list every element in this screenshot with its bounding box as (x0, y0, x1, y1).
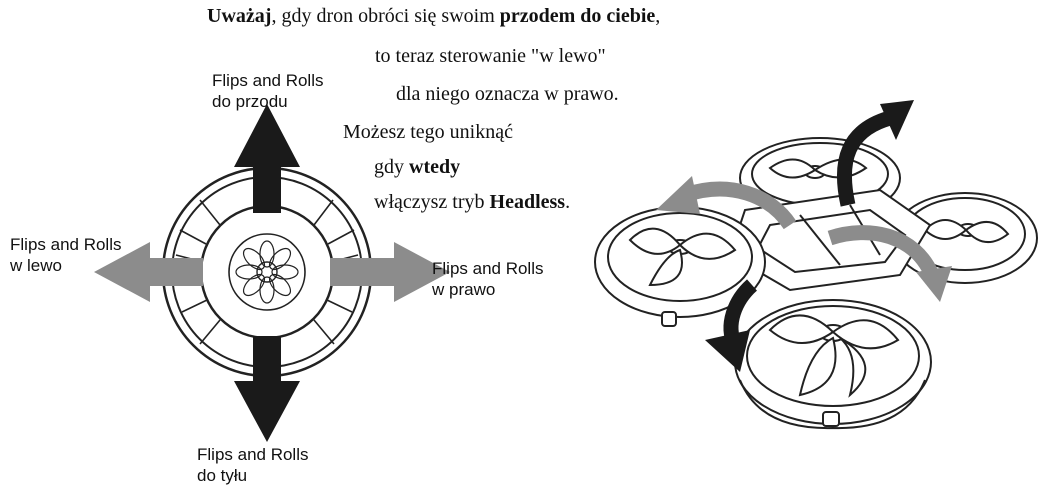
rotate-arrow-gray-right-icon (827, 225, 939, 279)
drone-illustration (594, 137, 1038, 430)
instruction-line-5: gdy wtedy (374, 156, 461, 178)
drone-prop-left (594, 206, 766, 327)
drone-prop-front (734, 299, 932, 430)
instruction-line-3: dla niego oznacza w prawo. (396, 83, 619, 105)
instruction-line-4: Możesz tego uniknąć (343, 121, 513, 143)
label-left: Flips and Rolls w lewo (10, 235, 122, 275)
rotate-arrow-gray-left-icon (682, 181, 797, 230)
instruction-line-6: włączysz tryb Headless. (374, 191, 571, 213)
arrow-backward-icon (234, 336, 300, 442)
drone-prop-right (892, 192, 1038, 284)
instruction-line-2: to teraz sterowanie "w lewo" (375, 45, 606, 67)
arrow-left-icon (94, 242, 203, 302)
label-right: Flips and Rolls w prawo (432, 259, 544, 299)
instruction-line-1: Uważaj, gdy dron obróci się swoim przode… (207, 5, 661, 27)
arrow-forward-icon (234, 104, 300, 213)
rotate-arrow-black-top-icon (836, 110, 893, 207)
arrow-right-icon (330, 242, 450, 302)
label-backward: Flips and Rolls do tyłu (197, 445, 309, 485)
label-forward: Flips and Rolls do przodu (212, 71, 324, 111)
